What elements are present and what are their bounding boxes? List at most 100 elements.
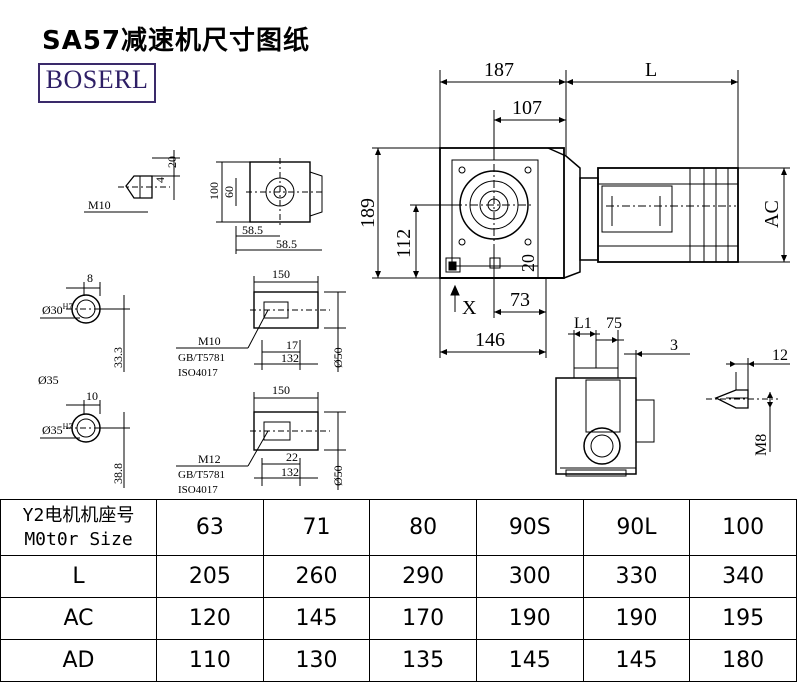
dim-58-5-b: 58.5 — [276, 237, 297, 251]
dim-hs1-tol: H7 — [63, 302, 73, 311]
brand-logo-text: BOSERL — [45, 65, 149, 94]
dim-hs2-10: 10 — [86, 389, 98, 403]
dim-L: L — [645, 59, 657, 81]
small-gearbox-view — [216, 158, 323, 254]
dim-sh2-std1: GB/T5781 — [178, 469, 225, 481]
table-cell: 195 — [689, 597, 797, 640]
size-cell: 100 — [689, 499, 797, 556]
dim-sh2-132: 132 — [281, 465, 299, 479]
dim-sh2-std2: ISO4017 — [178, 484, 218, 496]
row-label: AD — [0, 639, 157, 682]
table-cell: 120 — [156, 597, 264, 640]
dim-sh1-std2: ISO4017 — [178, 367, 218, 379]
size-cell: 63 — [156, 499, 264, 556]
shaft-section-1 — [176, 276, 346, 372]
dim-hs2-tol: H7 — [63, 422, 73, 431]
dimension-labels: 187 L 107 189 112 AC 20 73 146 X L1 75 3… — [38, 59, 788, 496]
table-cell: 290 — [369, 555, 477, 598]
table-cell: 300 — [475, 555, 584, 598]
shaft-end-right — [706, 358, 790, 452]
table-row-L: L 205 260 290 300 330 340 — [0, 555, 797, 598]
dim-12: 12 — [772, 347, 788, 364]
dim-112: 112 — [393, 229, 415, 258]
row-label: AC — [0, 597, 157, 640]
table-cell: 130 — [262, 639, 371, 682]
dim-L1: L1 — [574, 315, 592, 332]
table-header-cn: Y2电机机座号 — [22, 504, 135, 526]
dim-hs2-38-8: 38.8 — [111, 463, 125, 484]
table-cell: 110 — [156, 639, 264, 682]
dim-73: 73 — [510, 289, 530, 311]
table-cell: 170 — [369, 597, 477, 640]
dim-189: 189 — [357, 198, 379, 228]
dim-M8: M8 — [753, 434, 770, 456]
table-cell: 330 — [582, 555, 691, 598]
table-cell: 145 — [262, 597, 371, 640]
dim-shaft-20: 20 — [165, 156, 179, 168]
shaft-end-right-arrows — [730, 361, 773, 408]
main-view-arrows — [375, 79, 787, 355]
shaft-section-2 — [176, 392, 346, 490]
dim-sh2-thread: M12 — [198, 452, 221, 466]
dim-hs2-dia-value: Ø35 — [42, 423, 63, 437]
hollow-shaft-2 — [40, 400, 130, 488]
page-title: SA57减速机尺寸图纸 — [42, 26, 311, 56]
label-x: X — [462, 297, 477, 319]
technical-drawing: 187 L 107 189 112 AC 20 73 146 X L1 75 3… — [38, 59, 790, 496]
dim-shaft-4: 4 — [153, 177, 167, 183]
table-cell: 190 — [582, 597, 691, 640]
dim-hs1-8: 8 — [87, 271, 93, 285]
table-header-en: M0t0r Size — [24, 528, 133, 550]
size-cell: 71 — [262, 499, 371, 556]
dim-hs1-33-3: 33.3 — [111, 347, 125, 368]
table-cell: 340 — [689, 555, 797, 598]
table-row-AD: AD 110 130 135 145 145 180 — [0, 639, 797, 682]
table-cell: 180 — [689, 639, 797, 682]
dim-sh1-132: 132 — [281, 351, 299, 365]
dim-sh2-22: 22 — [286, 450, 298, 464]
dim-75: 75 — [606, 315, 622, 332]
table-header-row: Y2电机机座号 M0t0r Size 63 71 80 90S 90L 100 — [0, 499, 797, 556]
row-label: L — [0, 555, 157, 598]
table-cell: 145 — [582, 639, 691, 682]
dim-hs1-dia-value: Ø30 — [42, 303, 63, 317]
dim-107: 107 — [512, 97, 542, 119]
table-cell: 190 — [475, 597, 584, 640]
dim-sh1-150: 150 — [272, 267, 290, 281]
dim-hs1-dia: Ø30H7 — [42, 302, 72, 317]
gearbox-side-view — [555, 330, 690, 477]
brand-logo: BOSERL — [38, 63, 156, 103]
dim-AC: AC — [761, 200, 783, 228]
dim-187: 187 — [484, 59, 514, 81]
size-cell: 90S — [475, 499, 584, 556]
dim-shaft-M10: M10 — [88, 198, 111, 212]
dim-60: 60 — [222, 186, 236, 198]
gearbox-main-view — [372, 70, 790, 358]
dim-20: 20 — [518, 254, 538, 272]
dim-hs2-dia: Ø35H7 — [42, 422, 72, 437]
size-cell: 80 — [369, 499, 477, 556]
dim-58-5-a: 58.5 — [242, 223, 263, 237]
table-cell: 135 — [369, 639, 477, 682]
motor-size-table: Y2电机机座号 M0t0r Size 63 71 80 90S 90L 100 … — [0, 499, 797, 682]
dim-sh2-150: 150 — [272, 383, 290, 397]
dim-sh1-thread: M10 — [198, 334, 221, 348]
side-view-arrows — [574, 331, 642, 357]
table-cell: 145 — [475, 639, 584, 682]
table-header-label: Y2电机机座号 M0t0r Size — [0, 499, 157, 556]
dim-sh1-17: 17 — [286, 338, 298, 352]
table-cell: 205 — [156, 555, 264, 598]
dim-sh2-50: Ø50 — [331, 465, 345, 486]
dim-hs-group: Ø35 — [38, 373, 59, 387]
size-cell: 90L — [582, 499, 691, 556]
dim-146: 146 — [475, 329, 505, 351]
dim-sh1-50: Ø50 — [331, 347, 345, 368]
hollow-shaft-1 — [40, 282, 130, 372]
dim-sh1-std1: GB/T5781 — [178, 352, 225, 364]
table-row-AC: AC 120 145 170 190 190 195 — [0, 597, 797, 640]
dim-3: 3 — [670, 337, 678, 354]
table-cell: 260 — [262, 555, 371, 598]
dim-100: 100 — [207, 182, 221, 200]
shaft-end-left — [84, 150, 180, 213]
